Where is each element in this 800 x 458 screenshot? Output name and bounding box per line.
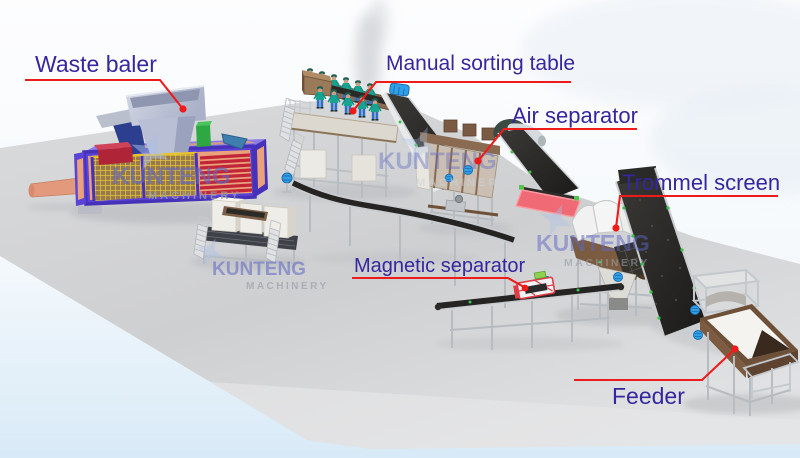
leader-dot xyxy=(612,224,620,232)
watermark-subtitle: MACHINERY xyxy=(148,190,241,202)
callout-manual-sorting-table: Manual sorting table xyxy=(349,52,575,115)
label-feeder: Feeder xyxy=(612,383,685,409)
feeder-base-frame xyxy=(742,352,800,398)
curved-transfer-conveyor xyxy=(281,172,516,308)
drive-station xyxy=(445,194,466,213)
baler-left-cap xyxy=(74,152,102,214)
bunker-conveyor xyxy=(222,206,268,221)
watermark-brand: KUNTENG xyxy=(536,230,650,256)
watermark: KUNTENG MACHINERY xyxy=(191,233,329,292)
watermark: KUNTENG MACHINERY xyxy=(112,125,241,202)
body-ribs xyxy=(433,144,481,196)
leader-line xyxy=(25,78,184,110)
leader-line xyxy=(352,276,525,288)
trommel-motor xyxy=(613,272,623,282)
belt xyxy=(291,180,515,243)
duct-outlet xyxy=(538,135,546,147)
callout-air-separator: Air separator xyxy=(474,103,638,165)
bearing xyxy=(574,196,579,201)
frame-border xyxy=(82,144,257,206)
bale-chute xyxy=(221,133,248,150)
belt xyxy=(616,168,706,336)
funnel-chute xyxy=(607,298,628,310)
hopper-mouth xyxy=(130,89,200,108)
belt-texture xyxy=(638,198,682,306)
leader-dot xyxy=(474,157,482,165)
right-inset xyxy=(257,146,265,189)
head-pulley xyxy=(618,166,656,184)
under-platform-panel xyxy=(351,154,377,182)
watermark-brand: KUNTENG xyxy=(212,259,306,280)
leader-line xyxy=(614,194,778,229)
sorting-feed-box xyxy=(302,70,333,97)
waste-baler-machine xyxy=(28,85,268,214)
leader-dot xyxy=(731,345,739,353)
leader-dot xyxy=(349,107,357,115)
callout-feeder: Feeder xyxy=(574,345,739,409)
callout-magnetic-separator: Magnetic separator xyxy=(352,255,529,292)
leader-line xyxy=(352,80,571,112)
label-trommel-screen: Trommel screen xyxy=(622,170,780,195)
feed-incline-conveyor xyxy=(615,166,707,337)
watermark-subtitle: MACHINERY xyxy=(246,281,329,292)
feeder-machine xyxy=(690,268,800,416)
mesh-panel xyxy=(92,156,142,201)
watermark-subtitle: MACHINERY xyxy=(564,257,650,269)
leader-dot xyxy=(179,105,187,113)
label-air-separator: Air separator xyxy=(512,103,638,128)
red-slats xyxy=(199,153,253,195)
label-manual-sorting-table: Manual sorting table xyxy=(386,52,575,75)
belt xyxy=(498,128,579,200)
watermark-subtitle: MACHINERY xyxy=(416,177,509,189)
platform-railing xyxy=(287,99,313,114)
ball-motor xyxy=(281,172,293,193)
cloud xyxy=(650,85,800,195)
leader-dot xyxy=(521,284,529,292)
step-block xyxy=(78,206,102,214)
label-waste-baler: Waste baler xyxy=(35,51,157,77)
control-box-green xyxy=(196,121,212,147)
leader-line xyxy=(574,348,736,382)
smoke-plume xyxy=(355,0,389,104)
air-separator-machine xyxy=(414,119,500,232)
baler-front-face xyxy=(82,144,257,206)
watermark: KUNTENG MACHINERY xyxy=(534,198,650,269)
cloud xyxy=(520,0,800,110)
label-magnetic-separator: Magnetic separator xyxy=(354,255,526,277)
mesh-panel xyxy=(142,153,196,198)
callout-trommel-screen: Trommel screen xyxy=(612,170,780,232)
callout-waste-baler: Waste baler xyxy=(25,51,187,113)
bearing xyxy=(519,185,524,190)
leader-line xyxy=(477,127,637,162)
floor-edge-highlight xyxy=(210,382,800,449)
deck-edge xyxy=(285,127,397,143)
control-box-red xyxy=(94,142,133,165)
frame-mullions xyxy=(90,152,200,202)
top-beam xyxy=(420,132,500,155)
arched-insert xyxy=(706,291,746,307)
watermark-brand: KUNTENG xyxy=(112,163,231,190)
under-platform-panel xyxy=(299,149,327,179)
magnetic-separator-machine xyxy=(513,270,556,300)
top-blocks xyxy=(443,119,496,141)
